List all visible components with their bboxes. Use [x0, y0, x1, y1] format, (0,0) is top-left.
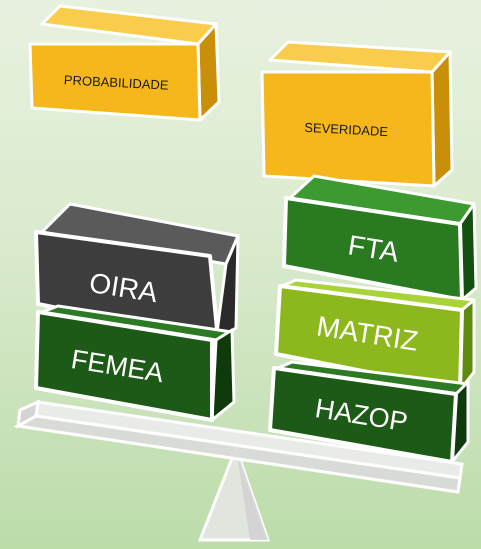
block-fta: FTA	[282, 174, 478, 302]
balance-fulcrum	[197, 443, 271, 542]
block-probabilidade-label: PROBABILIDADE	[64, 72, 170, 92]
block-severidade-label: SEVERIDADE	[304, 120, 389, 139]
block-hazop: HAZOP	[268, 360, 470, 464]
block-matriz: MATRIZ	[274, 278, 476, 392]
block-severidade: SEVERIDADE	[260, 40, 454, 188]
block-femea: FEMEA	[34, 304, 236, 422]
balance-beam	[13, 399, 464, 494]
block-oira: OIRA	[34, 202, 240, 342]
block-probabilidade: PROBABILIDADE	[28, 4, 221, 122]
